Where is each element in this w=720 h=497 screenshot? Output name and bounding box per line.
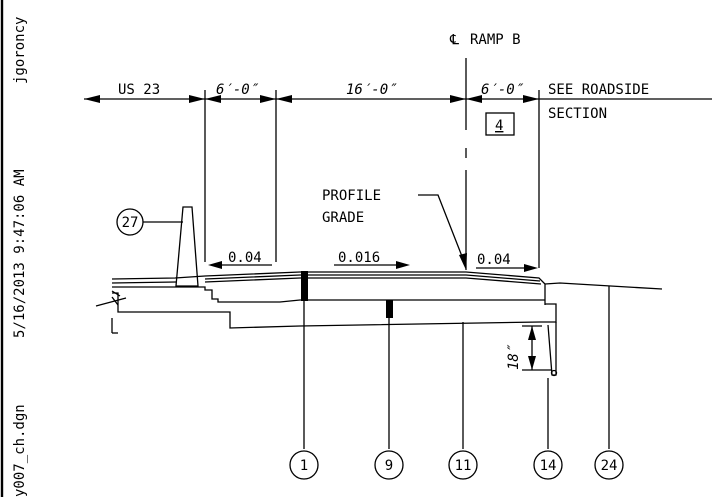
callout-27: 27 [116,208,144,236]
ramp-label: RAMP B [470,32,521,48]
boxed-note: 4 [495,118,503,134]
sidebar-filename: y007_ch.dgn [12,404,28,497]
callout-14: 14 [533,450,563,480]
slope-left-arrow [208,261,272,269]
profile-grade-leader [418,194,467,270]
roadside-note-line2: SECTION [548,106,607,122]
profile-grade-line2: GRADE [322,210,364,226]
depth-label: 18″ [506,344,522,370]
svg-text:24: 24 [601,458,618,474]
callout-1: 1 [289,450,319,480]
boxed-note-frame [485,112,515,136]
centerline-symbol: ℄ [449,32,459,48]
roadside-note-line1: SEE ROADSIDE [548,82,649,98]
sidebar-user: jgoroncy [12,17,28,84]
joint-bar-2 [386,300,393,318]
sidebar-timestamp: 5/16/2013 9:47:06 AM [12,169,28,338]
svg-text:1: 1 [300,458,308,474]
callout-24: 24 [594,450,624,480]
slope-center-arrow [334,261,410,269]
svg-text:14: 14 [540,458,557,474]
svg-text:9: 9 [385,458,393,474]
dimension-line [84,90,712,268]
dim-us23: US 23 [118,82,160,98]
svg-text:27: 27 [122,215,139,231]
slope-right: 0.04 [477,252,511,268]
dim-6ft-right: 6′-0″ [481,82,524,98]
slope-right-arrow [476,264,538,272]
profile-grade-line1: PROFILE [322,188,381,204]
callout-leaders [143,221,610,449]
pavement-section [95,271,663,377]
dim-16ft: 16′-0″ [346,82,397,98]
callout-9: 9 [374,450,404,480]
callout-11: 11 [448,450,478,480]
slope-left: 0.04 [228,250,262,266]
barrier [175,206,199,287]
joint-bar-1 [301,271,308,301]
slope-center: 0.016 [338,250,380,266]
svg-text:11: 11 [455,458,472,474]
depth-dimension [522,325,552,371]
dim-6ft-left: 6′-0″ [216,82,259,98]
